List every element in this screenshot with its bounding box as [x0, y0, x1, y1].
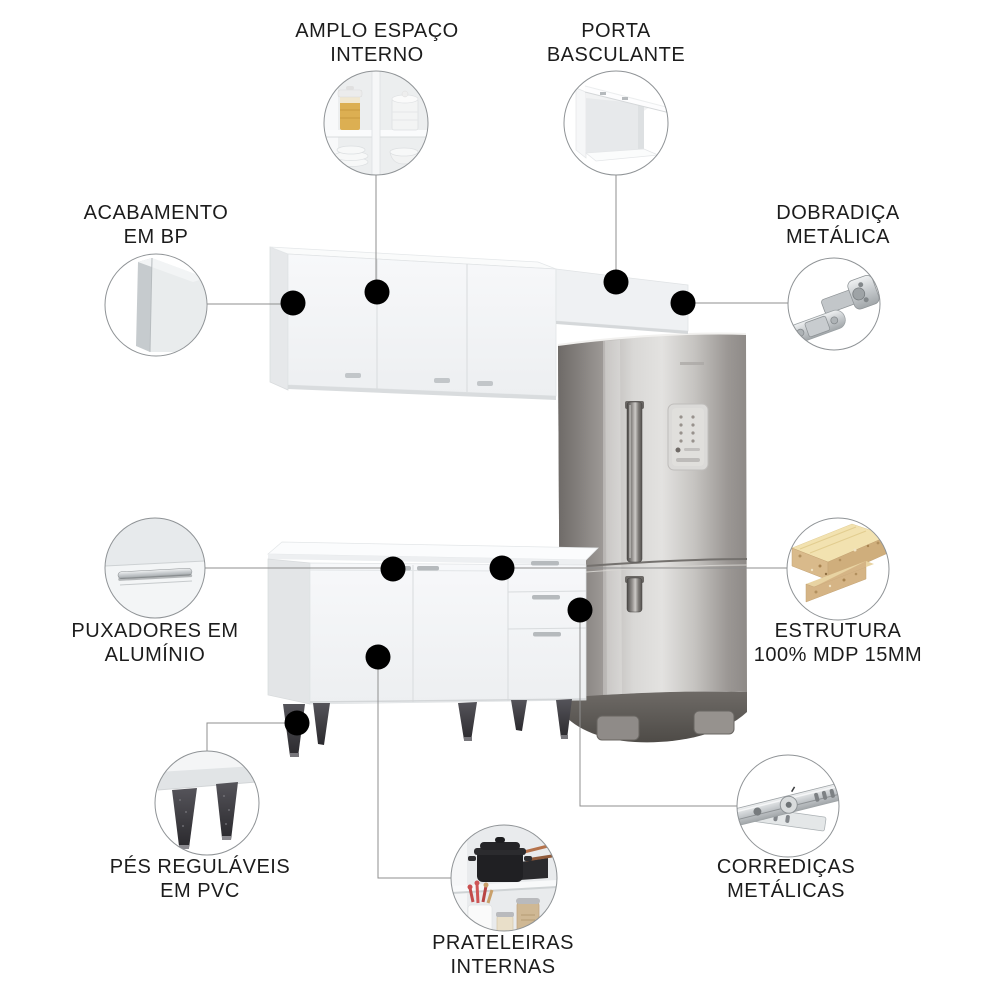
upper-door-handle — [477, 381, 493, 386]
label-line-2: BASCULANTE — [546, 44, 686, 66]
label-line-2: METÁLICA — [785, 226, 891, 248]
upper-door-handle — [434, 378, 450, 383]
label-line-1: AMPLO ESPAÇO — [295, 20, 459, 42]
callout-label-puxadores-em-aluminio: PUXADORES EM ALUMÍNIO — [71, 619, 238, 667]
upper-door-handle — [345, 373, 361, 378]
fridge-control-panel — [667, 403, 709, 471]
callout-label-amplo-espaco-interno: AMPLO ESPAÇO INTERNO — [295, 19, 458, 67]
label-line-2: METÁLICAS — [727, 880, 845, 902]
mdp-board-icon — [786, 517, 890, 621]
metal-hinge-icon — [787, 257, 881, 351]
callout-label-acabamento-em-bp: ACABAMENTO EM BP — [84, 201, 229, 249]
fridge-brand-mark — [680, 362, 704, 365]
callout-dot — [567, 597, 593, 623]
callout-label-estrutura-mdp: ESTRUTURA 100% MDP 15MM — [754, 619, 922, 667]
internal-shelves-icon — [450, 824, 558, 932]
drawer-handle — [532, 595, 560, 600]
label-line-2: ALUMÍNIO — [104, 644, 206, 666]
callout-dot — [489, 555, 515, 581]
bridge-flip-door-cabinet — [555, 268, 689, 334]
callout-dot — [670, 290, 696, 316]
base-cabinet — [267, 541, 599, 757]
drawer-handle — [531, 561, 559, 566]
bp-panel-icon — [104, 253, 208, 357]
callout-dot — [603, 269, 629, 295]
label-line-2: 100% MDP 15MM — [753, 644, 923, 666]
callout-label-corredicas-metalicas: CORREDIÇAS METÁLICAS — [717, 855, 855, 903]
metal-drawer-slide-icon — [736, 754, 840, 858]
aluminum-handle-icon — [104, 517, 206, 619]
callout-label-prateleiras-internas: PRATELEIRAS INTERNAS — [432, 931, 574, 979]
leader-lines — [205, 175, 788, 879]
fridge-foot — [596, 715, 640, 741]
cabinet-legs — [283, 699, 572, 757]
marker-dots — [280, 269, 696, 736]
label-line-2: INTERNAS — [450, 956, 556, 978]
label-line-1: PORTA — [581, 20, 651, 42]
pvc-feet-icon — [154, 750, 260, 856]
label-line-1: PUXADORES EM — [71, 620, 239, 642]
callout-dot — [364, 279, 390, 305]
label-line-2: EM BP — [123, 226, 189, 248]
label-line-1: PRATELEIRAS — [432, 932, 574, 954]
drawer-handle — [533, 632, 561, 637]
leader-line — [377, 657, 451, 879]
callout-dot — [365, 644, 391, 670]
cabinet-open-shelves-icon — [323, 70, 429, 176]
flip-up-door-icon — [563, 70, 669, 176]
callout-label-pes-regulaveis-pvc: PÉS REGULÁVEIS EM PVC — [110, 855, 290, 903]
label-line-1: ESTRUTURA — [774, 620, 902, 642]
leader-line — [206, 722, 297, 751]
callout-label-dobradica-metalica: DOBRADIÇA METÁLICA — [776, 201, 899, 249]
fridge-handle — [625, 401, 644, 613]
base-door-handle — [417, 566, 439, 571]
callout-dot — [280, 290, 306, 316]
label-line-2: EM PVC — [160, 880, 240, 902]
callout-dot — [380, 556, 406, 582]
callout-label-porta-basculante: PORTA BASCULANTE — [547, 19, 685, 67]
upper-wall-cabinet — [269, 246, 689, 400]
leader-line — [579, 610, 737, 807]
label-line-1: DOBRADIÇA — [776, 202, 900, 224]
fridge-foot — [693, 710, 735, 735]
label-line-2: INTERNO — [330, 44, 424, 66]
label-line-1: CORREDIÇAS — [716, 856, 856, 878]
label-line-1: PÉS REGULÁVEIS — [109, 856, 291, 878]
label-line-1: ACABAMENTO — [83, 202, 229, 224]
callout-dot — [284, 710, 310, 736]
